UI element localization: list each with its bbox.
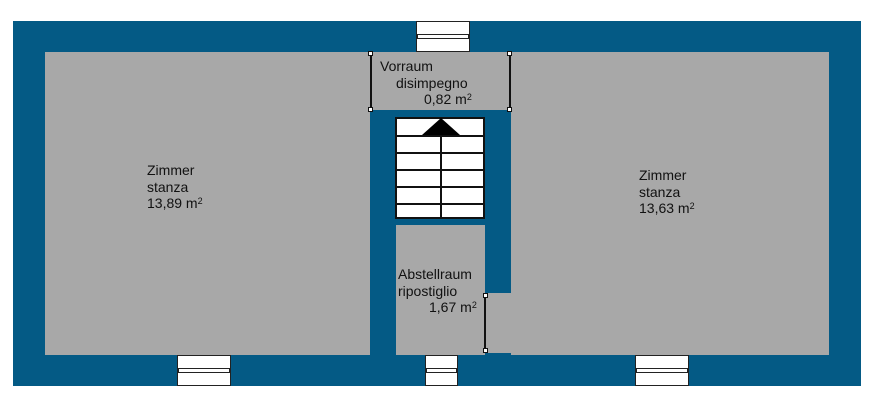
room-vorraum[interactable] [370, 52, 511, 110]
room-area: 1,67 m2 [429, 299, 477, 315]
stair-center-line [440, 119, 442, 217]
door-hinge [368, 51, 373, 56]
window-bottom-center [425, 355, 458, 386]
room-name-de: Zimmer [147, 162, 195, 178]
door-hinge [507, 107, 512, 112]
room-name-it: stanza [147, 178, 189, 195]
room-label-right: Zimmer stanza 13,63 m2 [639, 167, 695, 217]
door-hinge [483, 293, 488, 298]
room-label-abstellraum: Abstellraum ripostiglio 1,67 m2 [398, 266, 477, 316]
room-area: 13,63 m2 [639, 200, 695, 216]
stair-up-arrow-icon [422, 118, 460, 135]
room-name-de: Vorraum [380, 58, 433, 74]
room-right-zimmer[interactable] [511, 52, 829, 355]
door-hinge [483, 348, 488, 353]
room-name-de: Zimmer [639, 167, 687, 183]
staircase[interactable] [395, 117, 485, 219]
door-hinge [507, 51, 512, 56]
room-label-vorraum: Vorraum disimpegno 0,82 m2 [380, 58, 472, 108]
room-abstellraum[interactable] [396, 225, 485, 355]
room-name-it: disimpegno [396, 74, 468, 91]
door-hinge [368, 107, 373, 112]
passage-opening [484, 293, 512, 353]
room-left-zimmer[interactable] [45, 52, 370, 355]
room-area: 0,82 m2 [424, 91, 472, 107]
window-bottom-right [635, 355, 689, 386]
room-name-it: stanza [639, 183, 681, 200]
room-label-left: Zimmer stanza 13,89 m2 [147, 162, 203, 212]
window-top-center [416, 21, 470, 52]
room-name-it: ripostiglio [398, 282, 458, 299]
room-area: 13,89 m2 [147, 195, 203, 211]
door-line-vorraum-right [509, 53, 511, 109]
window-bottom-left [177, 355, 231, 386]
door-line-abstellraum [484, 296, 486, 352]
door-line-vorraum-left [370, 53, 372, 109]
room-name-de: Abstellraum [398, 266, 472, 282]
